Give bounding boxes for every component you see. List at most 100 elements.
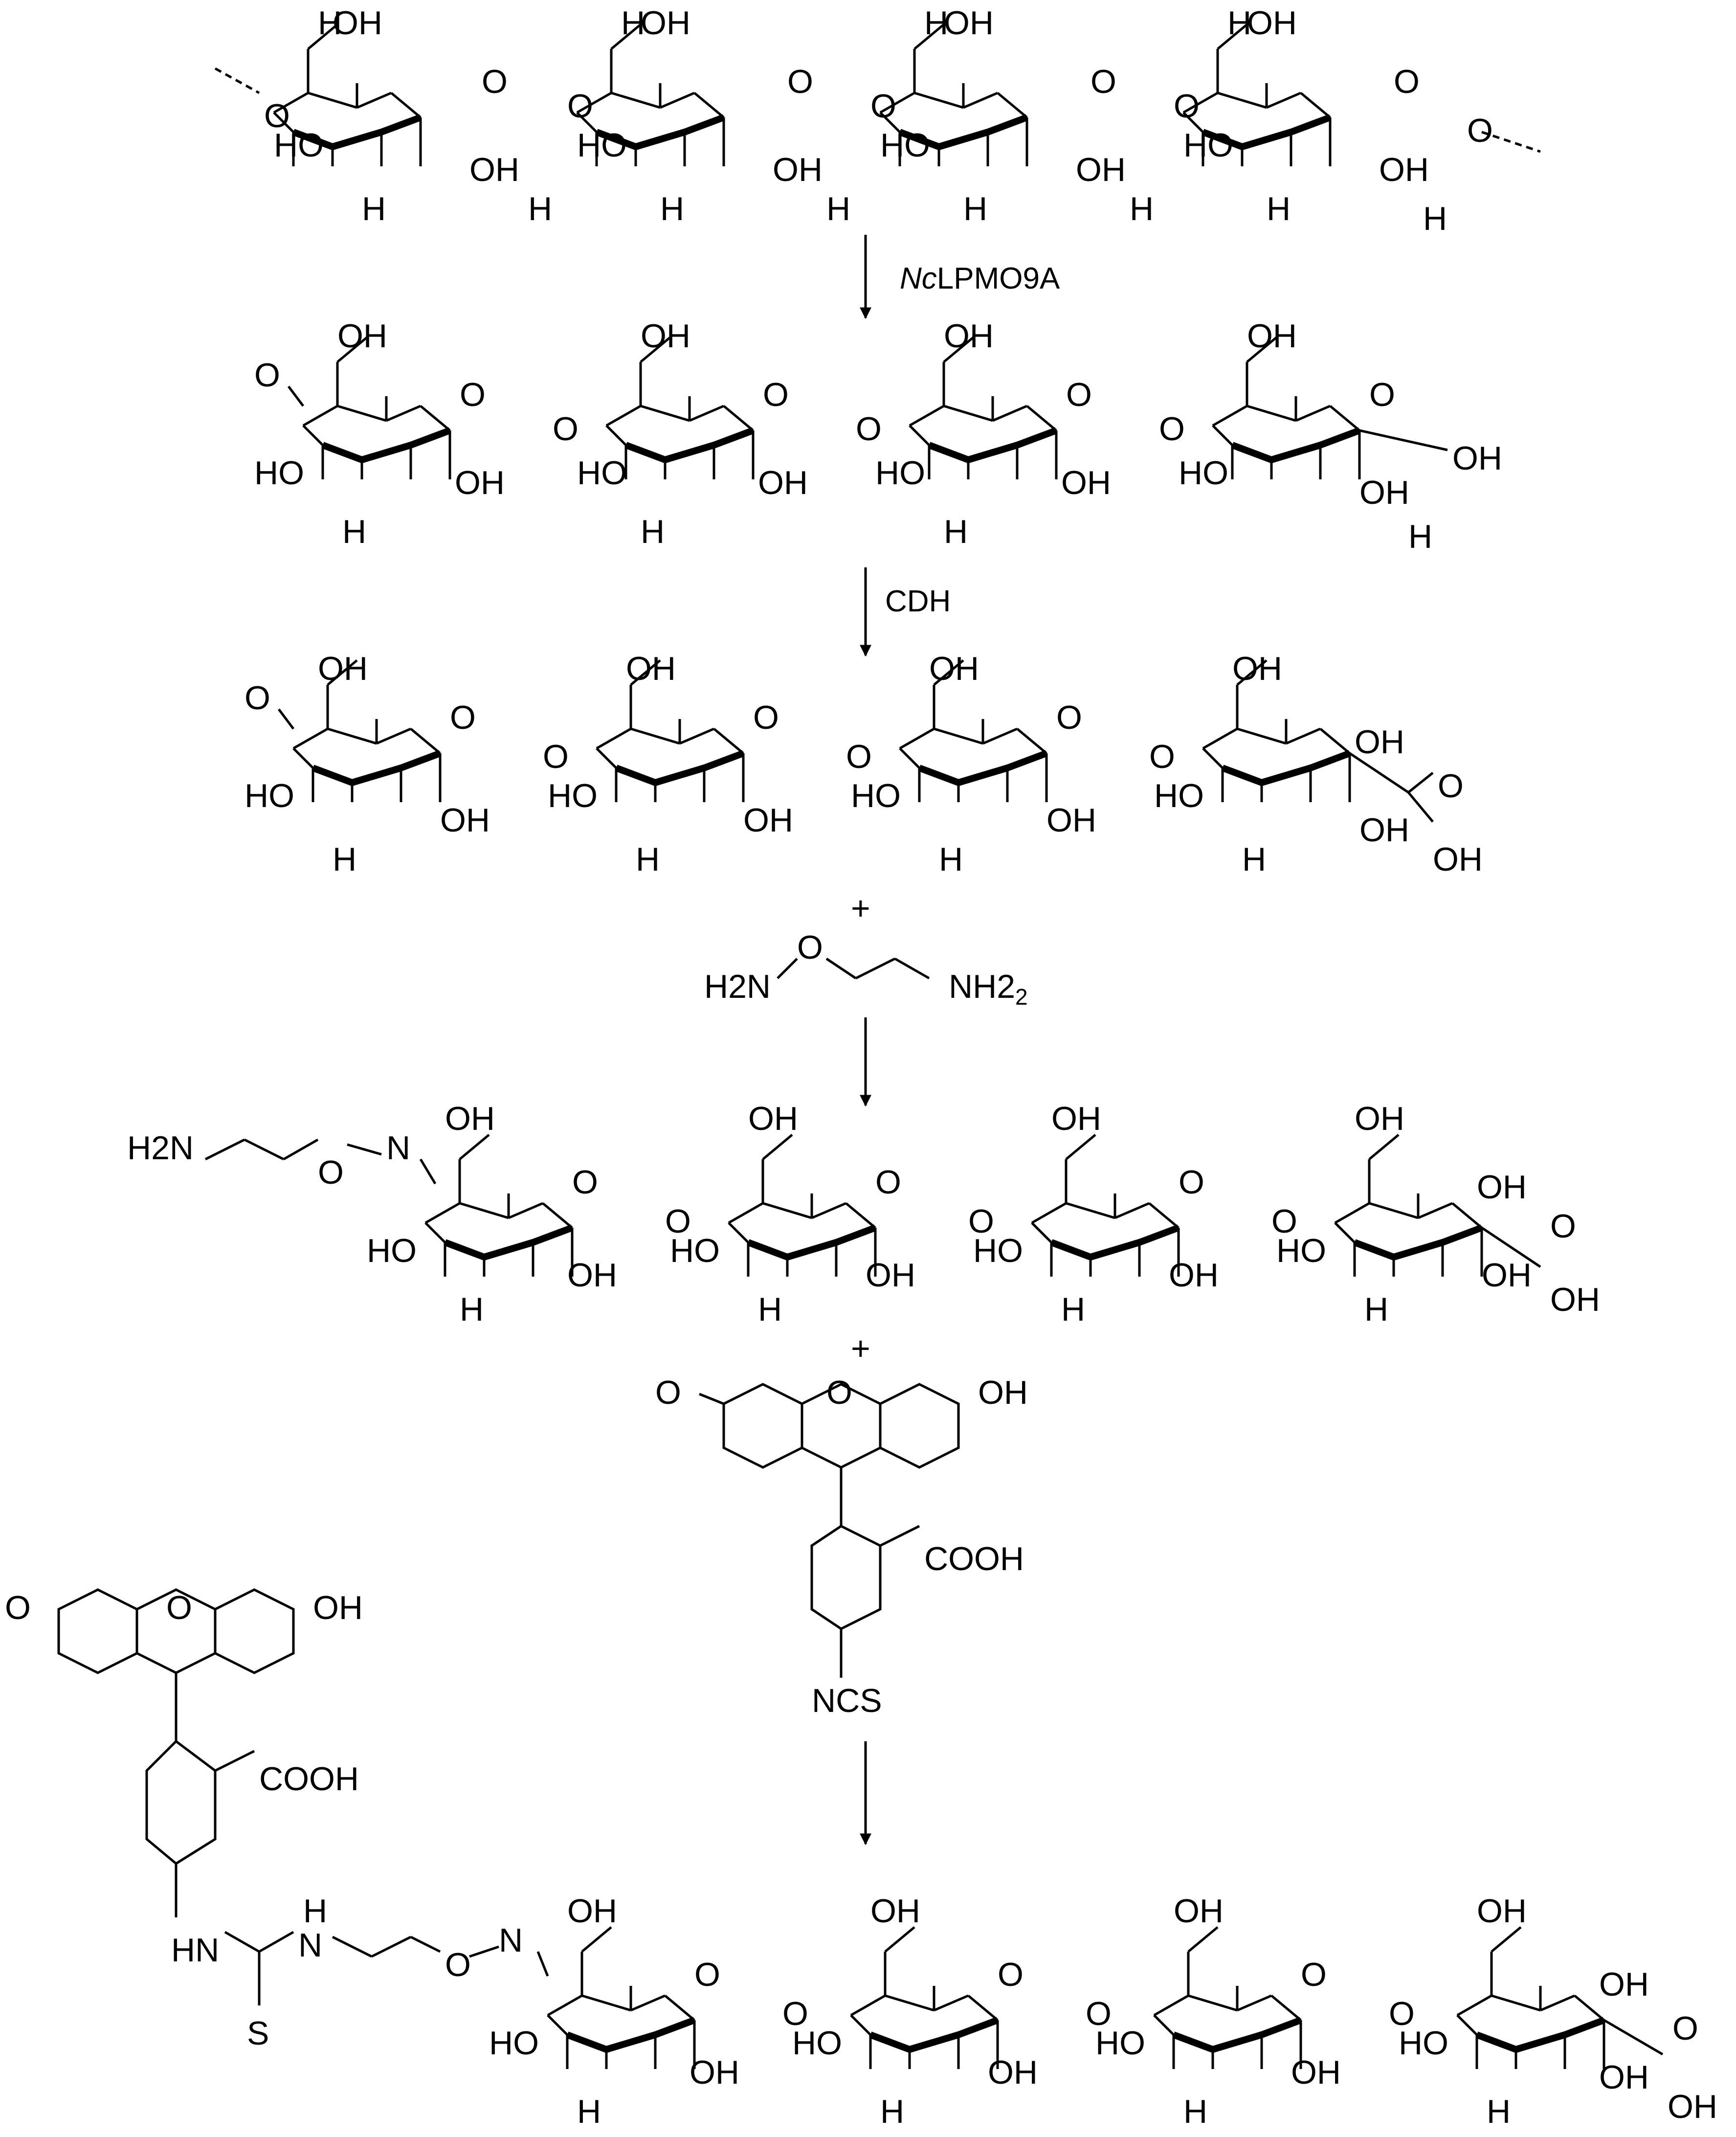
r3-u2-oh-low: OH (743, 802, 793, 839)
r3-u4-h: H (1242, 841, 1266, 878)
r2-u2-oh: OH (641, 317, 690, 355)
fitc-acid: COOH (924, 1540, 1024, 1577)
r2-u3-oh-low: OH (1061, 464, 1111, 501)
r3-u3-h: H (939, 841, 963, 878)
r2-u4-oh-low: OH (1359, 474, 1409, 511)
c4-oxidized-labels: O OH O HO OH H O OH O HO OH H O OH O HO … (254, 317, 1502, 555)
r2-u3-ho: HO (875, 454, 925, 492)
p-u4-oh-low: OH (1599, 2059, 1649, 2096)
enzyme-label-2: CDH (885, 585, 951, 618)
r4-u1-oh-low: OH (567, 1257, 617, 1294)
linker-left-group: H2N (704, 968, 771, 1005)
r3-u3-ring-o: O (1056, 699, 1082, 736)
p-oxime-n: N (499, 1922, 523, 1959)
r3-u1-oh: OH (318, 650, 368, 687)
r3-u3-oh: OH (929, 650, 979, 687)
aldonic-acid-labels: O OH O HO OH H O OH O HO OH H O OH O HO … (245, 650, 1483, 878)
r4-u1-ho: HO (367, 1232, 417, 1269)
r4-u3-oh: OH (1051, 1100, 1101, 1137)
r2-u4-ring-o: O (1369, 376, 1395, 413)
unit1-ring-o: O (482, 63, 508, 100)
c4-oxidized-product (288, 337, 1448, 479)
r4-u2-oh-low: OH (866, 1257, 915, 1294)
r4-link1: O (665, 1203, 691, 1240)
p-thiourea-s: S (247, 2015, 269, 2052)
fitc-ncs: NCS (812, 1682, 882, 1719)
p-u4-oh-c5: OH (1599, 1966, 1649, 2003)
r3-acid-o: O (1438, 767, 1464, 805)
r3-u3-ho: HO (851, 777, 901, 814)
p-u2-ho: HO (792, 2025, 842, 2062)
p-link3: O (1389, 1995, 1415, 2032)
p-oxime-o: O (445, 1946, 471, 1983)
p-thiourea-hn: HN (171, 1932, 219, 1969)
r4-u4-oh-low: OH (1482, 1257, 1532, 1294)
p-hydroxyl: OH (313, 1589, 363, 1626)
oxime-conjugate (204, 1135, 1541, 1277)
unit2-h-anomeric: H (826, 190, 850, 227)
r3-u2-ring-o: O (753, 699, 779, 736)
r4-u2-ring-o: O (875, 1164, 901, 1201)
r3-u1-ring-o: O (450, 699, 476, 736)
unit1-oh-lower: OH (469, 151, 519, 188)
p-u3-oh-low: OH (1291, 2054, 1341, 2091)
linker-subscript: 2 (1015, 984, 1028, 1010)
r4-acid-oh: OH (1550, 1281, 1600, 1318)
r2-u2-oh-low: OH (758, 464, 808, 501)
r4-u3-ring-o: O (1179, 1164, 1204, 1201)
fitc-reagent (699, 1383, 960, 1678)
p-thiourea-n: N (298, 1927, 322, 1964)
unit4-h: H (1227, 4, 1251, 42)
p-acid-o: O (1672, 2010, 1698, 2047)
r3-link2: O (846, 738, 872, 775)
unit2-ring-o: O (787, 63, 813, 100)
unit3-oh: OH (944, 4, 994, 42)
p-u3-h: H (1183, 2093, 1207, 2130)
r3-u1-h: H (333, 841, 356, 878)
r2-link2: O (856, 410, 882, 448)
aminooxy-linker: H2N O NH22 (704, 929, 1028, 1010)
fitc-labeled-product (57, 1588, 1664, 2069)
r2-u4-ho: HO (1179, 454, 1228, 492)
r3-u2-h: H (636, 841, 660, 878)
r3-u1-oh-low: OH (440, 802, 490, 839)
link-o-end: O (1467, 112, 1493, 149)
r2-u1-ring-o: O (460, 376, 486, 413)
unit3-h: H (924, 4, 948, 42)
r3-u2-oh: OH (626, 650, 676, 687)
p-u2-oh-low: OH (988, 2054, 1038, 2091)
unit2-oh-lower: OH (773, 151, 823, 188)
r4-u4-ho: HO (1276, 1232, 1326, 1269)
r4-u1-oh: OH (445, 1100, 495, 1137)
p-u4-ho: HO (1399, 2025, 1448, 2062)
unit4-oh-lower: OH (1379, 151, 1429, 188)
r3-acid-oh: OH (1433, 841, 1483, 878)
p-u4-oh: OH (1477, 1892, 1527, 1930)
r2-u1-h: H (342, 513, 366, 550)
r4-linker-nh2: H2N (127, 1129, 194, 1167)
plus-sign-2: + (851, 1330, 870, 1367)
fitc-hydroxyl: OH (978, 1374, 1028, 1411)
unit3-oh-lower: OH (1076, 151, 1126, 188)
r4-u2-h: H (758, 1291, 782, 1328)
unit3-h-low: H (963, 190, 987, 227)
linker-right-group: NH22 (949, 968, 1028, 1010)
unit2-h: H (621, 4, 645, 42)
unit3-h-anomeric: H (1130, 190, 1154, 227)
unit4-ring-o: O (1394, 63, 1420, 100)
r2-u4-h: H (1408, 518, 1432, 555)
r3-u4-oh: OH (1232, 650, 1282, 687)
r3-u1-ho: HO (245, 777, 294, 814)
cellulose-substrate (214, 24, 1541, 166)
unit1-h-low: H (362, 190, 386, 227)
r2-u3-ring-o: O (1066, 376, 1092, 413)
unit1-h-anomeric: H (528, 190, 552, 227)
link-o-1: O (567, 88, 593, 125)
r4-link3: O (1271, 1203, 1297, 1240)
p-u4-h: H (1487, 2093, 1511, 2130)
r4-u2-oh: OH (748, 1100, 798, 1137)
fitc-reagent-labels: O O OH COOH NCS (655, 1374, 1028, 1719)
unit4-h-anomeric: H (1423, 200, 1447, 237)
r3-u4-ho: HO (1154, 777, 1204, 814)
r4-u1-h: H (460, 1291, 484, 1328)
